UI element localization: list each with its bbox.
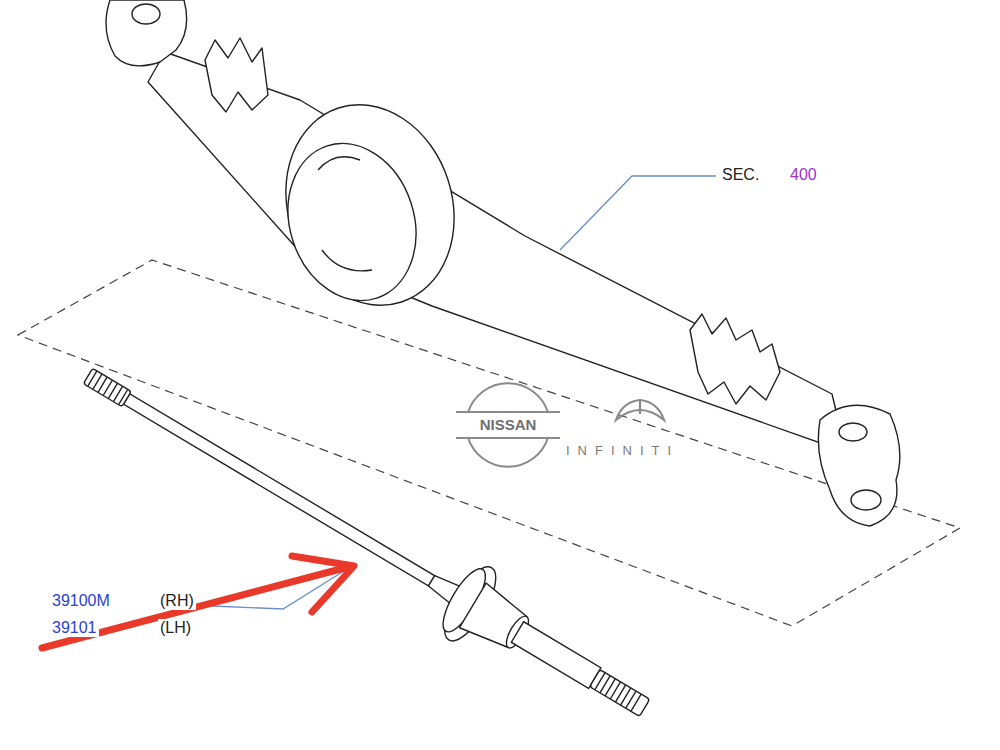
watermark: NISSAN: [480, 417, 537, 434]
infiniti-logo: [616, 400, 664, 420]
axle-shaft: [66, 340, 666, 744]
watermark: INFINITI: [566, 444, 679, 458]
nissan-logo: [456, 383, 560, 467]
part-number: 39101: [50, 619, 99, 637]
section-label: SEC.: [722, 166, 759, 184]
side-label: (RH): [158, 592, 196, 610]
axle-housing: [106, 0, 900, 526]
part-number: 39100M: [50, 592, 112, 610]
side-label: (LH): [158, 619, 193, 637]
leader-line: [560, 176, 716, 250]
pointer-arrow: [42, 556, 354, 648]
section-number: 400: [790, 166, 817, 184]
